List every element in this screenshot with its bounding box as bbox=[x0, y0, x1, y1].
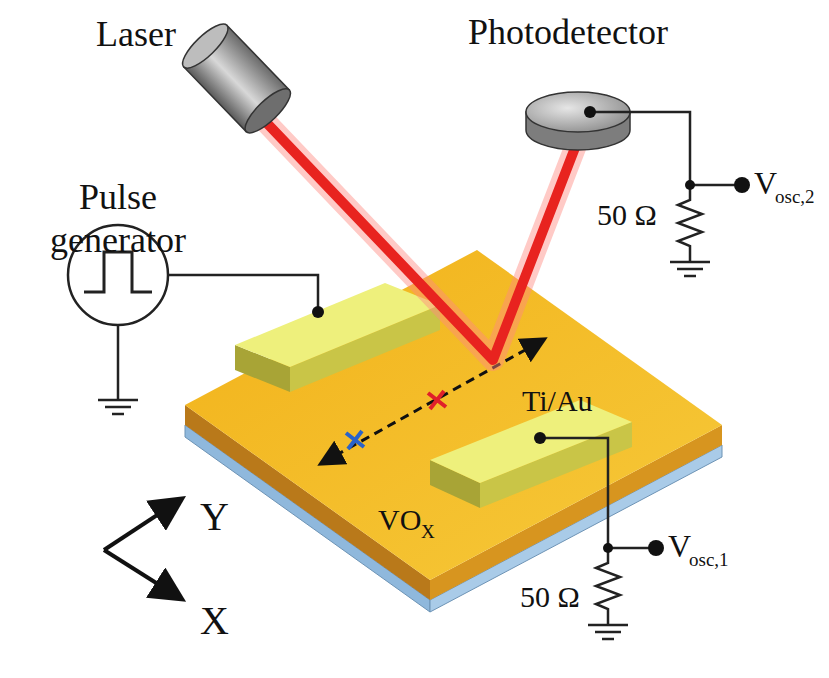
material-subscript: X bbox=[421, 521, 435, 543]
laser-beam bbox=[262, 118, 578, 360]
device-label: Pulse generator bbox=[28, 176, 208, 262]
ground-symbols bbox=[98, 262, 710, 639]
scan-direction bbox=[322, 340, 543, 463]
material-label: Ti/Au bbox=[522, 384, 593, 419]
wires bbox=[118, 112, 738, 625]
device-label: Laser bbox=[96, 14, 176, 55]
signal-subscript: osc,1 bbox=[689, 549, 729, 571]
axis-label: Y bbox=[200, 494, 229, 540]
signal-subscript: osc,2 bbox=[775, 186, 815, 208]
left-electrode bbox=[235, 283, 440, 392]
material-label: VO bbox=[378, 503, 421, 538]
axis-label: X bbox=[200, 598, 229, 644]
vox-film bbox=[185, 250, 722, 600]
laser-body bbox=[177, 18, 297, 139]
signal-name: V bbox=[754, 165, 777, 202]
photodetector-body bbox=[526, 92, 630, 150]
resistor-value: 50 Ω bbox=[520, 580, 580, 615]
signal-name: V bbox=[668, 528, 691, 565]
resistor-value: 50 Ω bbox=[597, 198, 657, 233]
axes bbox=[104, 500, 180, 598]
device-label: Photodetector bbox=[468, 12, 668, 53]
terminal-dots bbox=[312, 106, 750, 556]
